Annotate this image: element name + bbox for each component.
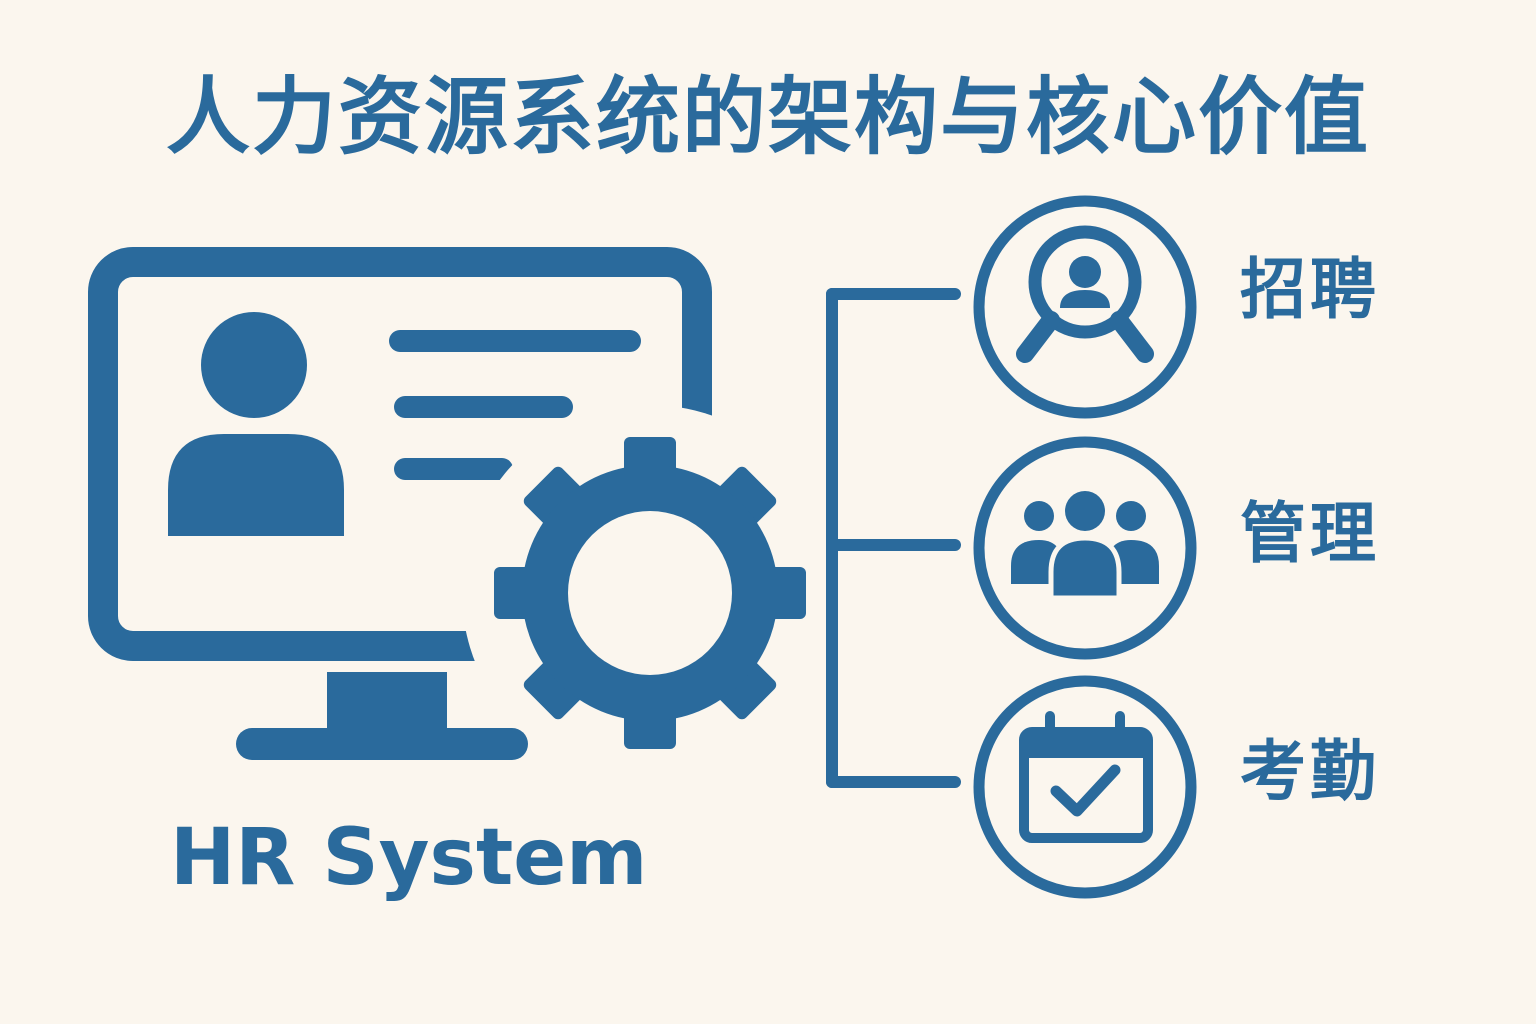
magnifier-person-icon [973, 195, 1197, 419]
gear-icon [462, 405, 838, 781]
page-title: 人力资源系统的架构与核心价值 [165, 68, 1370, 166]
connector-lines [826, 288, 961, 788]
module-label-recruit: 招聘 [1240, 251, 1380, 328]
module-label-attendance: 考勤 [1240, 733, 1380, 810]
team-icon [973, 436, 1197, 660]
module-label-management: 管理 [1240, 495, 1380, 572]
user-profile-icon [168, 312, 641, 536]
system-label: HR System [170, 813, 648, 903]
calendar-check-icon [973, 675, 1197, 899]
